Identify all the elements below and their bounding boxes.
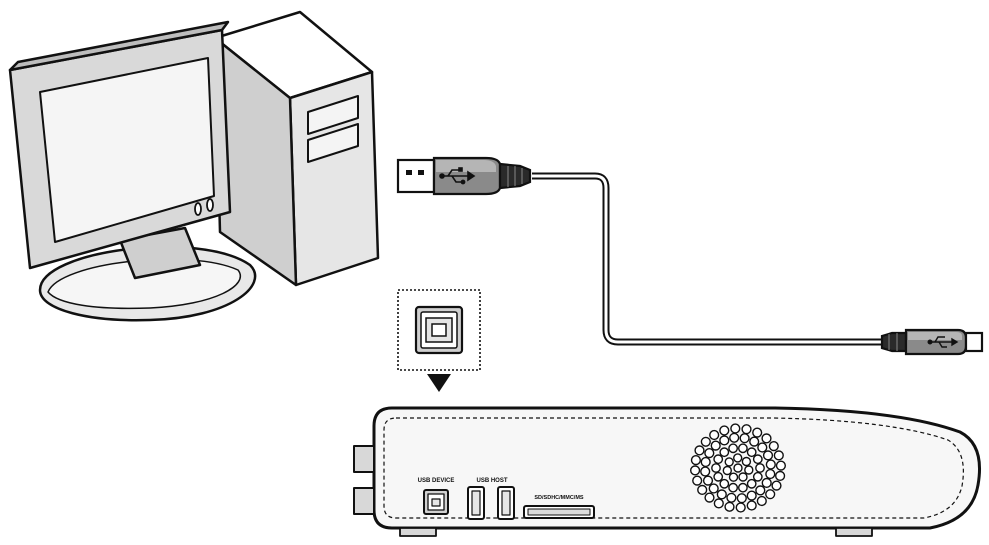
speaker-hole bbox=[729, 432, 740, 443]
speaker-hole bbox=[752, 454, 763, 465]
speaker-hole bbox=[710, 440, 721, 451]
speaker-hole bbox=[690, 455, 702, 466]
speaker-hole bbox=[704, 492, 715, 503]
usb-device-label: USB DEVICE bbox=[418, 478, 455, 484]
speaker-hole bbox=[757, 442, 768, 453]
speaker-hole bbox=[713, 498, 724, 509]
speaker-hole bbox=[722, 465, 732, 476]
speaker-hole bbox=[775, 460, 787, 471]
speaker-hole bbox=[765, 489, 776, 500]
speaker-hole bbox=[762, 450, 774, 461]
monitor-screen bbox=[39, 57, 215, 243]
device-side-knob bbox=[353, 487, 375, 515]
card-slot-label: SD/SDHC/MMC/MS bbox=[534, 495, 584, 501]
speaker-hole bbox=[726, 492, 737, 503]
speaker-hole bbox=[728, 482, 738, 493]
desktop-computer bbox=[8, 10, 380, 322]
speaker-hole bbox=[765, 468, 776, 480]
speaker-hole bbox=[768, 441, 779, 452]
speaker-hole bbox=[708, 483, 719, 494]
speaker-hole bbox=[746, 478, 757, 489]
usb-b-plug bbox=[880, 328, 984, 356]
speaker-hole bbox=[694, 445, 705, 456]
speaker-hole bbox=[702, 475, 714, 486]
usb-a-plug bbox=[396, 156, 532, 196]
drive-bay-bottom bbox=[307, 123, 359, 163]
down-triangle-icon bbox=[427, 374, 451, 392]
speaker-hole bbox=[692, 475, 703, 486]
speaker-hole bbox=[733, 463, 743, 473]
speaker-hole bbox=[773, 450, 784, 461]
speaker-hole bbox=[744, 465, 754, 475]
usb-cable bbox=[396, 156, 984, 356]
speaker-hole bbox=[700, 466, 711, 477]
speaker-hole bbox=[719, 435, 730, 446]
speaker-hole bbox=[716, 489, 727, 500]
speaker-hole bbox=[724, 501, 735, 512]
speaker-hole bbox=[697, 484, 708, 496]
usb-host-port bbox=[467, 486, 485, 520]
usb-a-metal-tip bbox=[396, 158, 436, 194]
cable-wire bbox=[532, 172, 882, 346]
monitor-button bbox=[206, 198, 214, 212]
speaker-hole bbox=[774, 470, 786, 482]
device-side-knob bbox=[353, 445, 375, 473]
monitor-stand bbox=[38, 226, 257, 322]
speaker-hole bbox=[730, 423, 741, 434]
speaker-hole bbox=[719, 425, 730, 436]
speaker-hole bbox=[736, 493, 747, 504]
speaker-hole bbox=[709, 429, 720, 441]
usb-device-port-callout bbox=[397, 289, 481, 392]
speaker-hole bbox=[728, 472, 739, 482]
speaker-hole bbox=[738, 443, 748, 454]
usb-trident-icon bbox=[439, 167, 476, 185]
speaker-hole bbox=[746, 490, 757, 501]
monitor bbox=[8, 20, 232, 270]
speaker-grille bbox=[689, 423, 787, 513]
speaker-hole bbox=[752, 427, 763, 438]
computer-tower bbox=[213, 10, 380, 287]
usb-b-metal-tip bbox=[964, 331, 984, 353]
speaker-hole bbox=[719, 478, 730, 489]
device-foot bbox=[399, 527, 437, 537]
speaker-hole bbox=[761, 433, 772, 444]
media-player-device: USB DEVICE USB HOST SD/SDHC/MMC/MS bbox=[353, 406, 982, 537]
usb-host-port bbox=[497, 486, 515, 520]
speaker-hole bbox=[746, 500, 757, 511]
speaker-hole bbox=[741, 424, 752, 435]
speaker-hole bbox=[711, 463, 721, 473]
speaker-hole bbox=[749, 436, 760, 447]
speaker-hole bbox=[752, 471, 763, 482]
monitor-button bbox=[194, 202, 202, 216]
speaker-hole bbox=[700, 456, 711, 468]
speaker-hole bbox=[713, 454, 724, 465]
speaker-hole bbox=[746, 447, 757, 458]
speaker-hole bbox=[724, 457, 734, 467]
speaker-hole bbox=[700, 436, 711, 447]
speaker-hole bbox=[728, 443, 738, 454]
speaker-hole bbox=[755, 485, 766, 496]
speaker-hole bbox=[735, 502, 746, 513]
speaker-hole bbox=[733, 453, 743, 463]
memory-card-slot bbox=[523, 505, 595, 519]
speaker-hole bbox=[739, 433, 750, 444]
speaker-hole bbox=[755, 463, 765, 473]
usb-device-port bbox=[423, 489, 449, 515]
speaker-hole bbox=[704, 448, 715, 459]
usb-host-label: USB HOST bbox=[476, 478, 507, 484]
drive-bay-top bbox=[307, 95, 359, 135]
speaker-hole bbox=[689, 465, 701, 476]
speaker-hole bbox=[741, 456, 752, 467]
speaker-hole bbox=[713, 471, 724, 482]
usb-trident-icon bbox=[927, 336, 959, 348]
speaker-hole bbox=[719, 447, 730, 458]
speaker-hole bbox=[771, 480, 782, 491]
device-foot bbox=[835, 527, 873, 537]
speaker-hole bbox=[761, 477, 772, 489]
speaker-hole bbox=[738, 472, 748, 482]
speaker-hole bbox=[756, 495, 767, 507]
speaker-hole bbox=[738, 482, 748, 493]
speaker-hole bbox=[765, 459, 776, 470]
